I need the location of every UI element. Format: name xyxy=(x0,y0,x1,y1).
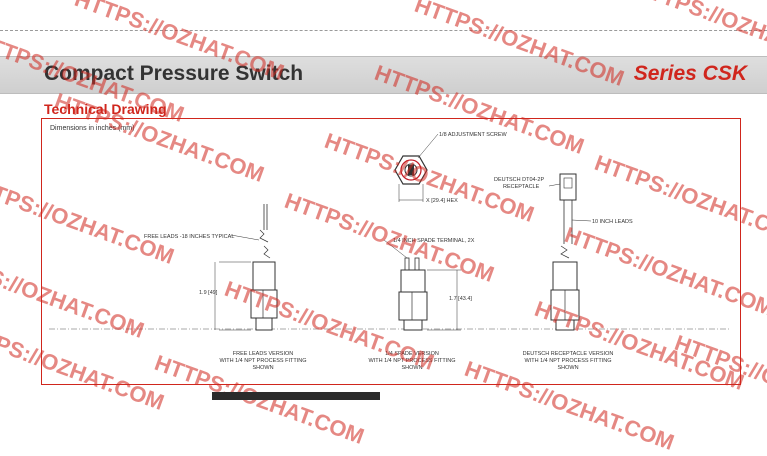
cut-line xyxy=(0,30,767,31)
series-label: Series CSK xyxy=(633,62,747,85)
callout-deutsch-2: RECEPTACLE xyxy=(503,184,540,190)
dimensions-note: Dimensions in inches (mm) xyxy=(50,125,135,132)
deutsch-switch xyxy=(548,173,592,331)
caption-left-3: SHOWN xyxy=(252,365,273,371)
callout-adjust-screw: 1/8 ADJUSTMENT SCREW xyxy=(439,132,508,138)
caption-mid-3: SHOWN xyxy=(401,365,422,371)
callout-ten-inch-leads: 10 INCH LEADS xyxy=(592,219,633,225)
caption-left-1: FREE LEADS VERSION xyxy=(233,351,294,357)
callout-spade-terminal: 1/4 INCH SPADE TERMINAL, 2X xyxy=(393,238,475,244)
free-leads-switch xyxy=(214,204,278,331)
drawing-frame xyxy=(41,118,741,385)
callout-hex-dim: X [29.4] HEX xyxy=(426,198,458,204)
caption-mid-1: 1/4 SPADE VERSION xyxy=(385,351,439,357)
top-margin xyxy=(0,0,767,56)
caption-right-2: WITH 1/4 NPT PROCESS FITTING xyxy=(525,358,612,364)
page-title: Compact Pressure Switch xyxy=(44,62,304,85)
spade-switch xyxy=(383,239,461,331)
caption-right-1: DEUTSCH RECEPTACLE VERSION xyxy=(523,351,614,357)
caption-mid-2: WITH 1/4 NPT PROCESS FITTING xyxy=(369,358,456,364)
callout-free-leads: FREE LEADS -18 INCHES TYPICAL xyxy=(144,234,234,240)
caption-right-3: SHOWN xyxy=(557,365,578,371)
dim-left: 1.9 [49] xyxy=(199,290,218,296)
callout-deutsch-1: DEUTSCH DT04-2P xyxy=(494,177,544,183)
caption-left-2: WITH 1/4 NPT PROCESS FITTING xyxy=(220,358,307,364)
page-header: Compact Pressure Switch Series CSK xyxy=(0,56,767,94)
technical-drawing: 1/8 ADJUSTMENT SCREW X [29.4] HEX FREE L… xyxy=(49,132,731,371)
dim-mid: 1.7 [43.4] xyxy=(449,296,472,302)
bottom-bar xyxy=(212,392,380,400)
top-view-hex xyxy=(394,133,439,202)
section-title: Technical Drawing xyxy=(44,101,167,117)
